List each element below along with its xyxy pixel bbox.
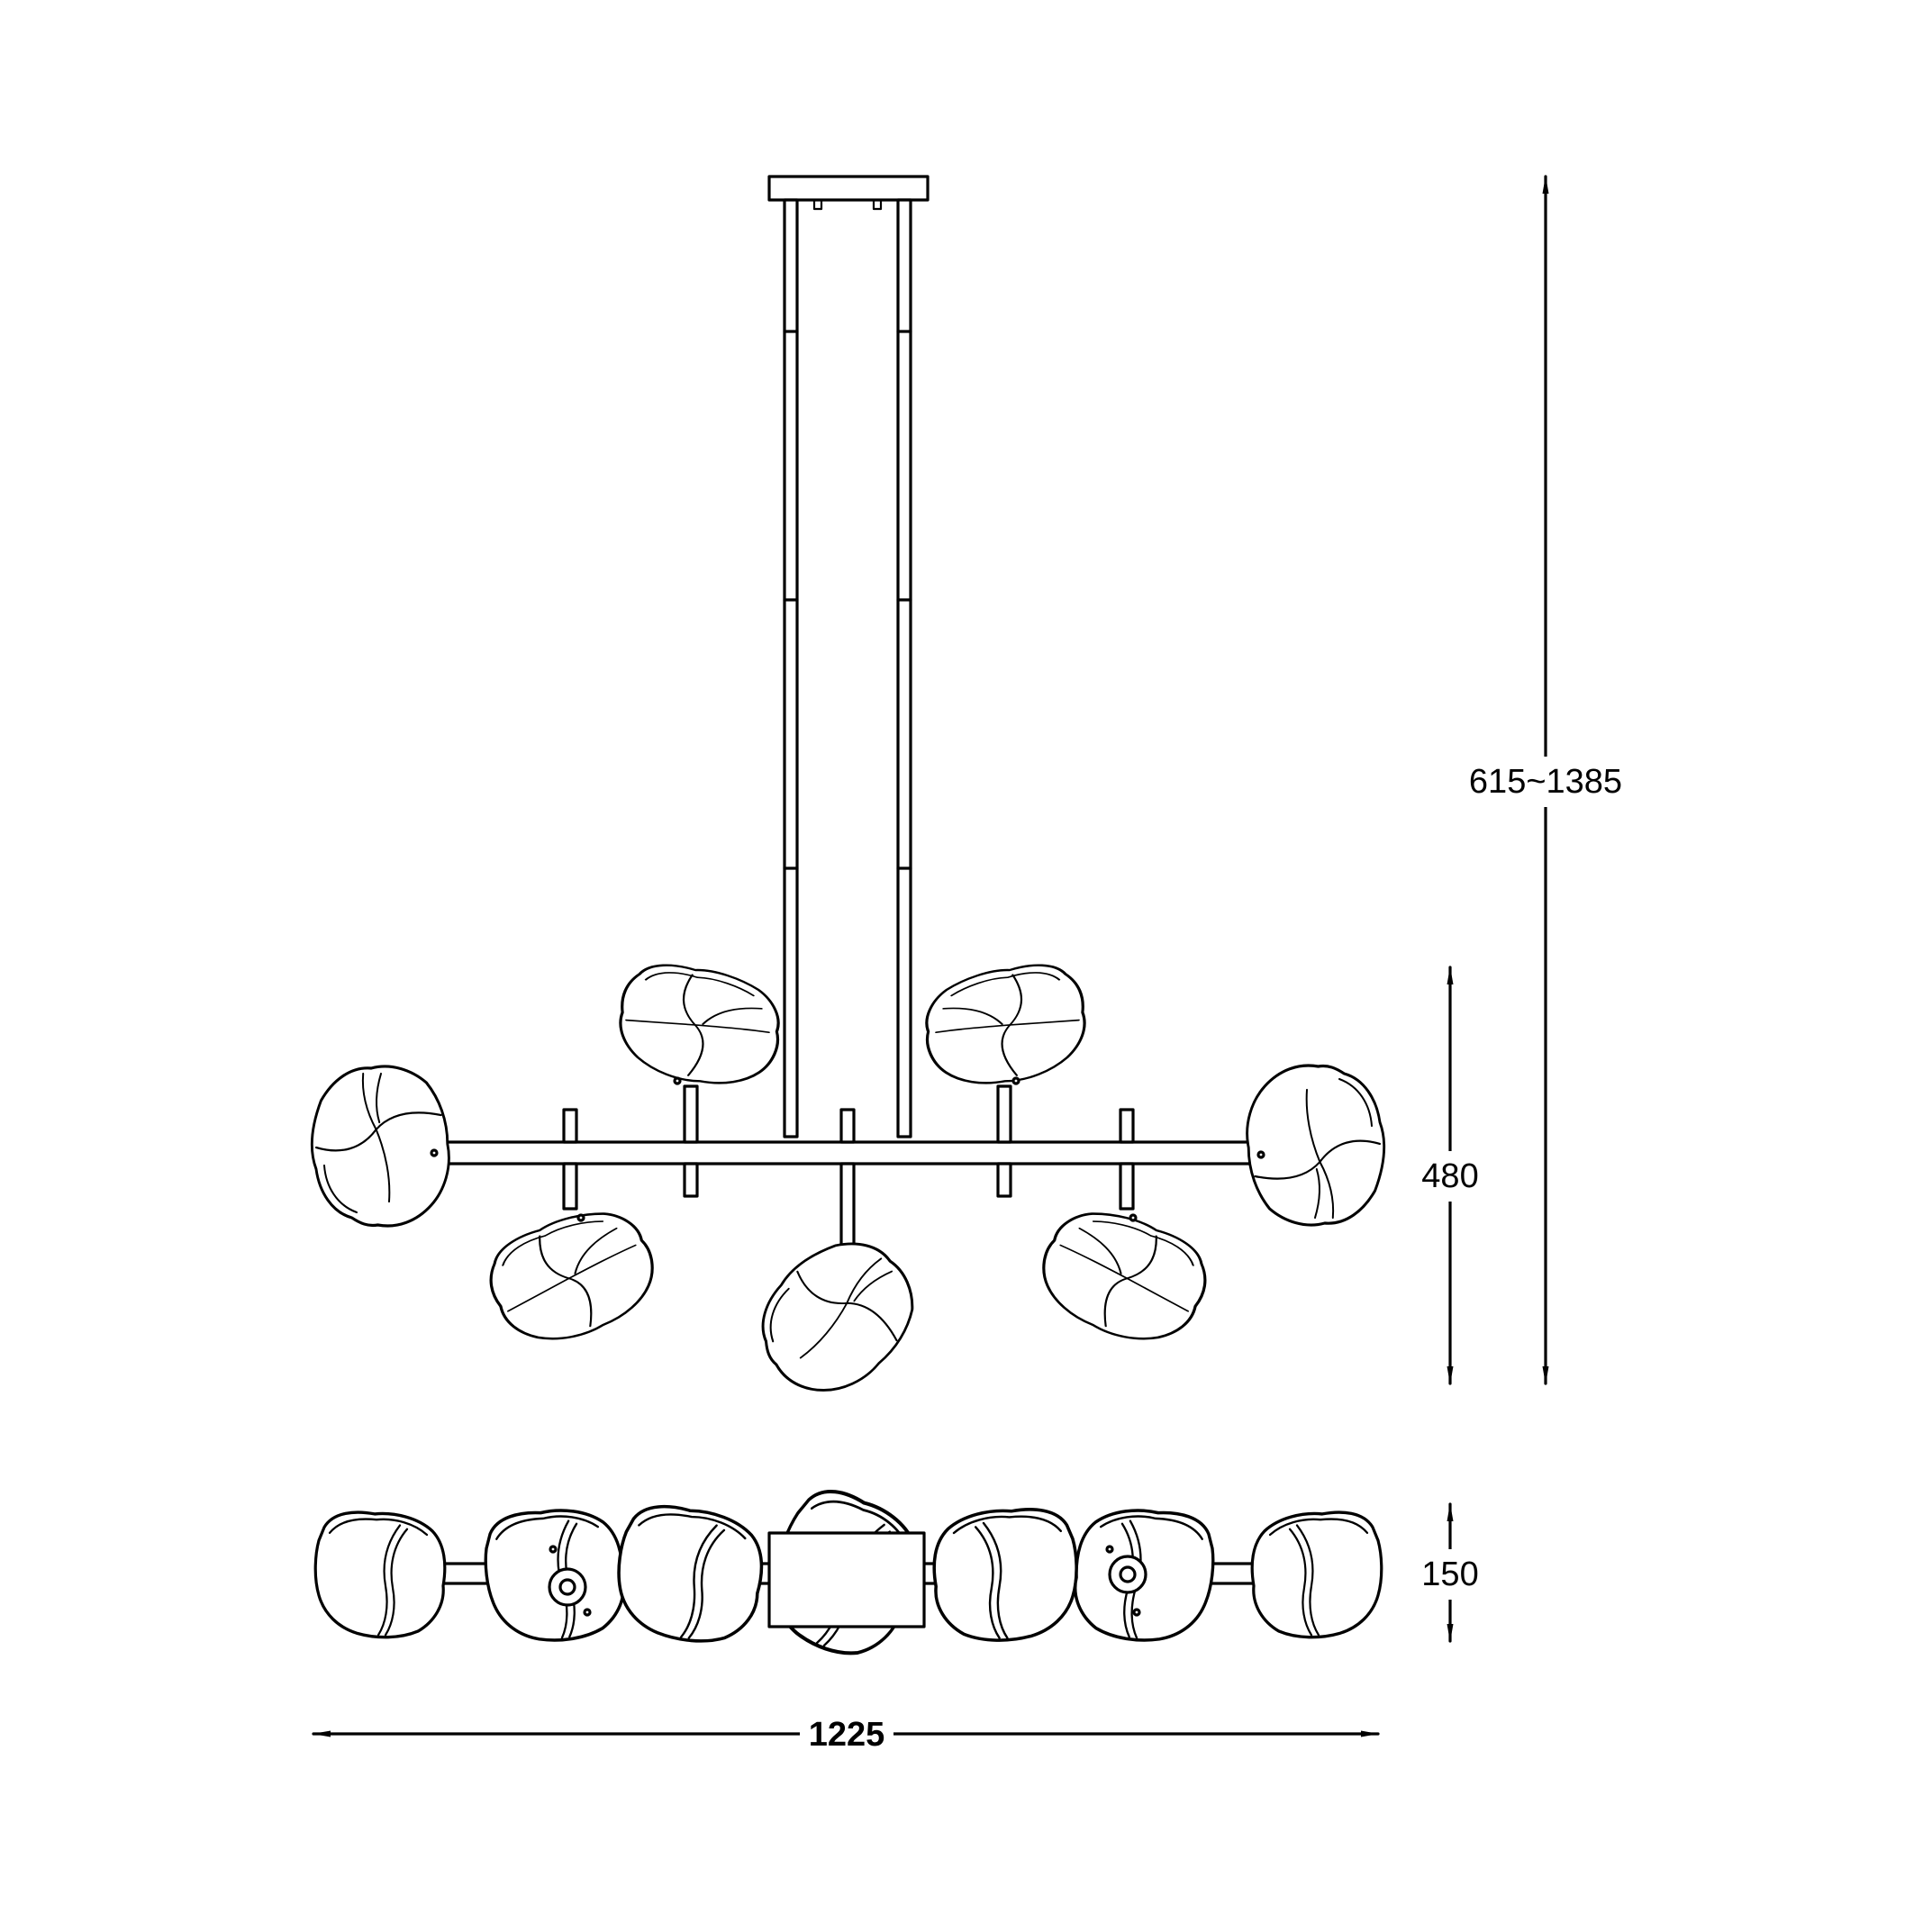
arm-stubs: [562, 1084, 1135, 1265]
body-height-label: 480: [1421, 1157, 1478, 1195]
total-height-label: 615~1385: [1469, 763, 1622, 801]
top-shade-1: [313, 1510, 447, 1639]
shade-lower-left: [476, 1195, 669, 1358]
dimension-body-height: 480: [1414, 966, 1488, 1385]
front-view: [310, 175, 1386, 1418]
dimension-total-height: 615~1385: [1450, 175, 1639, 1385]
suspension-rods: [783, 198, 912, 1138]
ceiling-canopy: [767, 175, 930, 202]
dimension-depth: 150: [1414, 1502, 1488, 1643]
shade-right-end: [1246, 1064, 1386, 1227]
width-label: 1225: [809, 1716, 885, 1754]
shade-lower-center: [734, 1216, 939, 1418]
main-bar: [438, 1140, 1254, 1166]
depth-label: 150: [1421, 1556, 1478, 1593]
top-view-canopy: [767, 1531, 926, 1628]
shade-upper-left: [605, 950, 793, 1102]
shade-lower-right: [1027, 1195, 1220, 1358]
top-view: [313, 1480, 1383, 1669]
top-shade-5: [932, 1508, 1078, 1642]
top-shade-7: [1250, 1510, 1383, 1639]
top-shade-3: [610, 1500, 769, 1649]
shade-left-end: [310, 1065, 450, 1228]
dimension-width: 1225: [312, 1710, 1380, 1758]
shade-upper-right: [912, 950, 1100, 1102]
